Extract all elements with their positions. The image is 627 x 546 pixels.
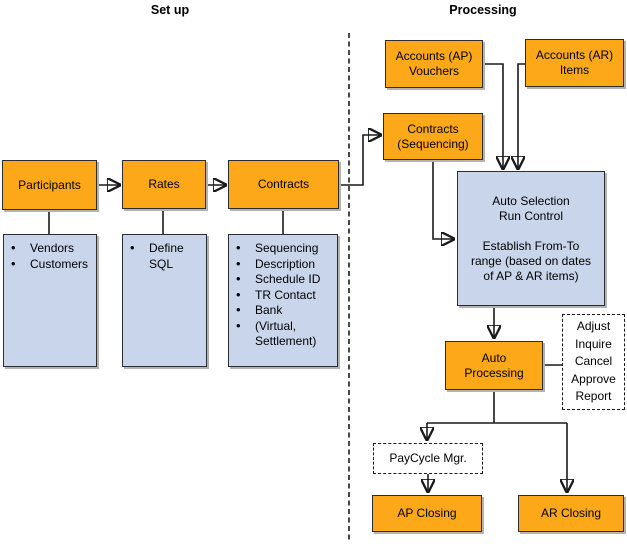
participants-detail-panel: Vendors Customers	[3, 234, 97, 367]
list-item: Schedule ID	[233, 271, 335, 288]
auto-selection-title: Auto Selection Run Control	[492, 193, 570, 223]
ar-closing-box: AR Closing	[518, 495, 624, 532]
arrow-sequencing-to-autoselection	[432, 160, 453, 239]
list-item: TR Contact	[233, 287, 335, 304]
rates-detail-panel: Define SQL	[122, 234, 207, 367]
arrow-aritems-to-autoselection	[518, 63, 525, 168]
list-item: Customers	[8, 256, 94, 273]
contracts-box: Contracts	[228, 160, 339, 209]
accounts-ap-vouchers-box: Accounts (AP) Vouchers	[385, 40, 483, 88]
auto-selection-body: Establish From-To range (based on dates …	[470, 238, 592, 283]
auto-processing-box: Auto Processing	[445, 341, 543, 390]
list-item: Vendors	[8, 240, 94, 257]
adjust-options-panel: Adjust Inquire Cancel Approve Report	[562, 314, 625, 410]
arrow-contracts-to-sequencing	[339, 135, 380, 186]
list-item: Sequencing	[233, 240, 335, 257]
list-item: (Virtual, Settlement)	[233, 318, 335, 350]
processing-section-title: Processing	[449, 3, 517, 17]
accounts-ar-items-box: Accounts (AR) Items	[525, 39, 624, 87]
list-item: Define SQL	[127, 240, 204, 272]
participants-list: Vendors Customers	[8, 240, 94, 273]
rates-list: Define SQL	[127, 240, 204, 272]
rates-box: Rates	[122, 160, 206, 209]
contracts-list: Sequencing Description Schedule ID TR Co…	[233, 240, 335, 350]
contracts-detail-panel: Sequencing Description Schedule ID TR Co…	[228, 234, 338, 367]
auto-selection-run-control-box: Auto Selection Run Control Establish Fro…	[457, 171, 605, 306]
participants-box: Participants	[2, 160, 97, 210]
list-item: Bank	[233, 302, 335, 319]
arrow-apvouchers-to-autoselection	[483, 63, 503, 168]
setup-section-title: Set up	[150, 3, 190, 17]
contracts-sequencing-box: Contracts (Sequencing)	[383, 113, 483, 160]
line-autoprocessing-split	[427, 390, 567, 424]
list-item: Description	[233, 256, 335, 273]
ap-closing-box: AP Closing	[372, 495, 482, 532]
paycycle-mgr-box: PayCycle Mgr.	[373, 443, 483, 474]
